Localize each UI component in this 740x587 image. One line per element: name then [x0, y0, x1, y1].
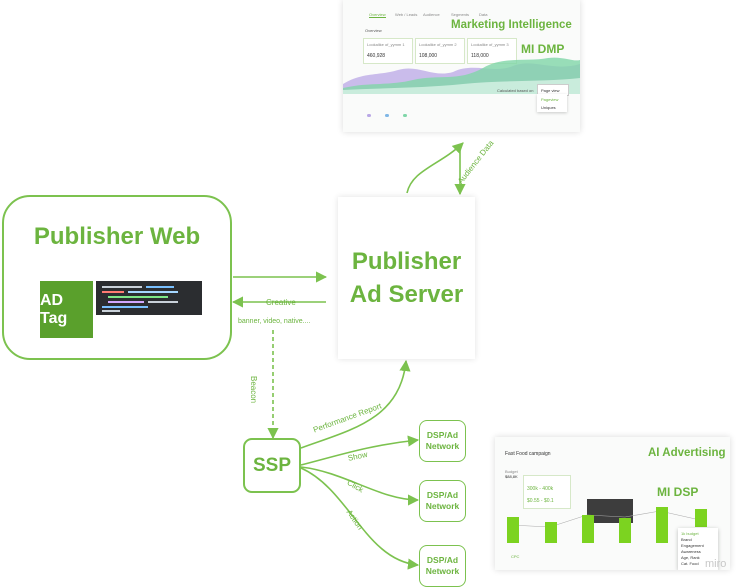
dsp-node-2-line1: DSP/Ad [426, 490, 459, 500]
ad-tag-block: AD Tag [40, 281, 93, 338]
dmp-segment-card-value: 460,928 [367, 53, 386, 59]
dsp-campaign-name: Fast Food campaign [505, 451, 551, 457]
dmp-segment-card-label: Lookalike of_yymm 1 [367, 42, 405, 47]
dmp-segment-card-3[interactable]: Lookalike of_yymm 3 118,000 [467, 38, 517, 64]
dsp-node-3-line1: DSP/Ad [426, 555, 459, 565]
dmp-segment-card-label: Lookalike of_yymm 3 [471, 42, 509, 47]
mi-dsp-screenshot: Fast Food campaign AI Advertising Budget… [495, 437, 730, 570]
dmp-dropdown-option-uniques[interactable]: Uniques [541, 105, 556, 110]
dmp-tab-audience[interactable]: Audience [423, 12, 440, 17]
ad-server-title-line1: Publisher [351, 248, 462, 275]
edge-audience-up [406, 142, 464, 194]
dsp-node-1-line1: DSP/Ad [426, 430, 459, 440]
dmp-subtitle: MI DMP [521, 42, 565, 56]
dmp-dropdown-label: Calculated based on [497, 88, 534, 93]
dmp-overview-label: Overview [365, 28, 382, 33]
dmp-segment-card-value: 108,000 [419, 53, 438, 59]
dsp-menu-item[interactable]: Brand [681, 537, 692, 542]
dsp-budget-label: Budget [505, 469, 518, 474]
dmp-area-chart [343, 57, 580, 94]
publisher-web-node: Publisher Web AD Tag [2, 195, 232, 360]
dmp-segment-card-label: Lookalike of_yymm 2 [419, 42, 457, 47]
edge-performance [300, 359, 411, 449]
ssp-node: SSP [243, 438, 301, 493]
dmp-dropdown-option-pageview[interactable]: Pageview [541, 97, 559, 102]
edge-click [300, 466, 420, 506]
dsp-node-3-line2: Network [425, 566, 460, 576]
dmp-segment-card-value: 118,000 [471, 53, 489, 59]
dsp-legend: CPC [511, 554, 520, 559]
code-snippet-image [96, 281, 202, 315]
dsp-options-menu: 1k budget Brand Engagement Awareness Age… [678, 528, 718, 570]
miro-watermark: miro [705, 558, 727, 570]
dsp-bar-chart [507, 507, 707, 543]
dsp-menu-item[interactable]: Cat. Food [681, 561, 699, 566]
edge-show [300, 435, 420, 466]
mi-dmp-screenshot: Overview Web / Leads Audience Segments D… [343, 0, 580, 132]
dsp-range-card[interactable]: 300k - 400k $0.55 - $0.1 [523, 475, 571, 509]
edge-label-creative: Creative [266, 298, 296, 307]
publisher-web-title: Publisher Web [33, 223, 201, 250]
dmp-legend [367, 114, 417, 117]
dmp-segment-card-2[interactable]: Lookalike of_yymm 2 108,000 [415, 38, 465, 64]
dsp-menu-item[interactable]: 1k budget [681, 531, 699, 536]
edge-action [300, 467, 420, 570]
dmp-dropdown-menu: Pageview Uniques [537, 94, 567, 112]
dmp-segment-card-1[interactable]: Lookalike of_yymm 1 460,928 [363, 38, 413, 64]
dsp-title: AI Advertising [648, 447, 726, 459]
dmp-dropdown-value: Page view [541, 88, 560, 93]
edge-label-creative-types: banner, video, native.... [238, 318, 311, 325]
dmp-title: Marketing Intelligence [451, 19, 572, 31]
dmp-tab-segments[interactable]: Segments [451, 12, 470, 17]
dmp-tab-web-leads[interactable]: Web / Leads [395, 12, 418, 17]
dsp-range-1: 300k - 400k [527, 486, 554, 492]
dsp-range-2: $0.55 - $0.1 [527, 498, 554, 504]
dsp-node-1-line2: Network [425, 441, 460, 451]
dsp-menu-item[interactable]: Awareness [681, 549, 701, 554]
edge-label-beacon: Beacon [249, 376, 258, 404]
dsp-subtitle: MI DSP [657, 485, 699, 499]
dsp-menu-item[interactable]: Age, Rank [681, 555, 700, 560]
dmp-tab-data[interactable]: Data [479, 12, 488, 17]
ad-server-title-line2: Ad Server [349, 281, 464, 308]
dmp-tab-overview[interactable]: Overview [369, 12, 386, 18]
dsp-menu-item[interactable]: Engagement [681, 543, 704, 548]
dsp-node-2-line2: Network [425, 501, 460, 511]
publisher-ad-server-node: Publisher Ad Server [338, 197, 475, 359]
dsp-budget-value: $88,8K [505, 474, 518, 479]
